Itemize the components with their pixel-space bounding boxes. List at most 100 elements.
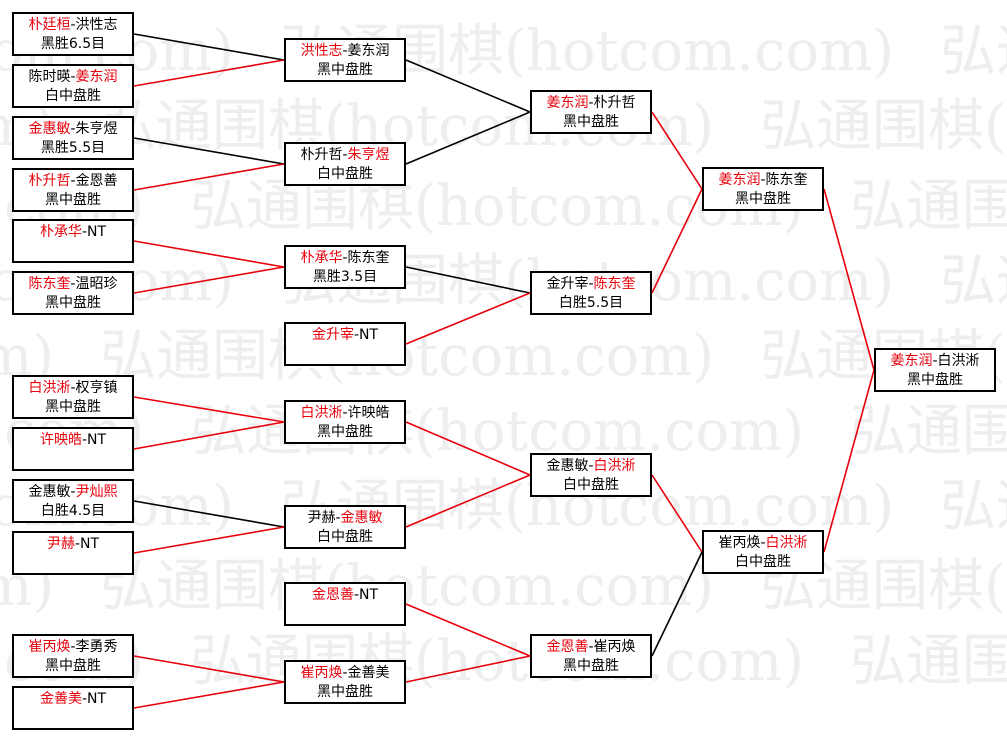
player-one: 朴承华 bbox=[39, 224, 82, 240]
match-players: 姜东润-陈东奎 bbox=[704, 171, 822, 190]
match-players: 金惠敏-白洪淅 bbox=[532, 457, 650, 476]
player-two: 白洪淅 bbox=[593, 458, 636, 474]
connector-r4m2-r5m1 bbox=[823, 369, 875, 553]
player-two: 姜东润 bbox=[347, 43, 390, 59]
match-result: 黑中盘胜 bbox=[563, 658, 619, 674]
player-two: 金惠敏 bbox=[340, 510, 383, 526]
player-two: 洪性志 bbox=[75, 17, 118, 33]
connector-r4m1-r5m1 bbox=[823, 188, 875, 371]
match-result: 黑中盘胜 bbox=[317, 424, 373, 440]
player-two: 李勇秀 bbox=[75, 639, 118, 655]
player-separator: - bbox=[353, 587, 360, 603]
match-players: 朴升哲-朱亨煜 bbox=[286, 146, 404, 165]
player-separator: - bbox=[70, 69, 76, 85]
connector-r3m1-r4m1 bbox=[651, 111, 703, 190]
match-result: 黑胜3.5目 bbox=[312, 269, 378, 285]
connector-r1m5-r2m3 bbox=[133, 240, 285, 268]
player-one: 陈时暎 bbox=[28, 69, 71, 85]
match-box-r1m2: 陈时暎-姜东润白中盘胜 bbox=[12, 64, 134, 108]
match-players: 崔丙焕-金善美 bbox=[286, 664, 404, 683]
player-separator: - bbox=[932, 353, 938, 369]
match-result: 白胜5.5目 bbox=[558, 295, 624, 311]
player-separator: - bbox=[342, 665, 348, 681]
player-separator: - bbox=[70, 17, 76, 33]
connector-r1m2-r2m1 bbox=[133, 59, 285, 87]
match-result: 黑中盘胜 bbox=[45, 399, 101, 415]
connector-r1m10-r2m6 bbox=[133, 526, 285, 554]
match-result: 白中盘胜 bbox=[317, 529, 373, 545]
match-players: 崔丙焕-李勇秀 bbox=[14, 638, 132, 657]
player-two: NT bbox=[87, 691, 107, 707]
connector-r1m6-r2m3 bbox=[133, 266, 285, 294]
match-box-r1m4: 朴升哲-金恩善黑中盘胜 bbox=[12, 168, 134, 212]
player-one: 陈东奎 bbox=[28, 276, 71, 292]
match-box-r2m2: 朴升哲-朱亨煜白中盘胜 bbox=[284, 142, 406, 186]
match-result: 黑中盘胜 bbox=[317, 62, 373, 78]
player-two: NT bbox=[359, 587, 379, 603]
connector-r2m2-r3m1 bbox=[405, 111, 531, 165]
match-box-r2m7: 金恩善-NT bbox=[284, 582, 406, 626]
player-one: 白洪淅 bbox=[300, 405, 343, 421]
player-two: NT bbox=[87, 224, 107, 240]
match-players: 朴承华-NT bbox=[14, 223, 132, 242]
match-box-r2m5: 白洪淅-许映皓黑中盘胜 bbox=[284, 400, 406, 444]
match-players: 金惠敏-尹灿熙 bbox=[14, 483, 132, 502]
match-result: 黑中盘胜 bbox=[45, 295, 101, 311]
match-result: 黑胜6.5目 bbox=[40, 36, 106, 52]
player-separator: - bbox=[588, 276, 594, 292]
match-box-r3m1: 姜东润-朴升哲黑中盘胜 bbox=[530, 90, 652, 134]
player-one: 朴承华 bbox=[300, 250, 343, 266]
match-box-r2m1: 洪性志-姜东润黑中盘胜 bbox=[284, 38, 406, 82]
player-one: 崔丙焕 bbox=[300, 665, 343, 681]
player-two: 朱亨煜 bbox=[347, 147, 390, 163]
player-two: 金善美 bbox=[347, 665, 390, 681]
player-separator: - bbox=[70, 276, 76, 292]
match-players: 陈时暎-姜东润 bbox=[14, 68, 132, 87]
match-result bbox=[14, 242, 132, 261]
match-players: 白洪淅-权亨镇 bbox=[14, 379, 132, 398]
match-result: 白胜4.5目 bbox=[40, 503, 106, 519]
connector-r1m4-r2m2 bbox=[133, 163, 285, 191]
player-separator: - bbox=[342, 147, 348, 163]
connector-r3m2-r4m1 bbox=[651, 188, 703, 294]
player-one: 金惠敏 bbox=[28, 484, 71, 500]
player-separator: - bbox=[588, 639, 594, 655]
player-one: 金惠敏 bbox=[28, 121, 71, 137]
match-players: 朴承华-陈东奎 bbox=[286, 249, 404, 268]
match-box-r1m8: 许映皓-NT bbox=[12, 427, 134, 471]
match-box-r1m3: 金惠敏-朱亨煜黑胜5.5目 bbox=[12, 116, 134, 160]
match-box-r5m1: 姜东润-白洪淅黑中盘胜 bbox=[874, 348, 996, 392]
player-separator: - bbox=[588, 458, 594, 474]
player-one: 姜东润 bbox=[546, 95, 589, 111]
match-players: 尹赫-金惠敏 bbox=[286, 509, 404, 528]
player-two: 陈东奎 bbox=[593, 276, 636, 292]
player-separator: - bbox=[70, 173, 76, 189]
player-separator: - bbox=[70, 380, 76, 396]
connector-r1m8-r2m5 bbox=[133, 421, 285, 450]
player-two: 许映皓 bbox=[347, 405, 390, 421]
player-two: 白洪淅 bbox=[765, 535, 808, 551]
match-players: 崔丙焕-白洪淅 bbox=[704, 534, 822, 553]
connector-r1m3-r2m2 bbox=[133, 137, 285, 165]
match-players: 朴升哲-金恩善 bbox=[14, 172, 132, 191]
connector-r3m4-r4m2 bbox=[651, 551, 703, 657]
player-separator: - bbox=[74, 536, 81, 552]
player-separator: - bbox=[81, 691, 88, 707]
match-result: 黑中盘胜 bbox=[907, 372, 963, 388]
match-box-r1m11: 崔丙焕-李勇秀黑中盘胜 bbox=[12, 634, 134, 678]
match-result: 黑中盘胜 bbox=[317, 684, 373, 700]
player-two: NT bbox=[80, 536, 100, 552]
player-separator: - bbox=[342, 250, 348, 266]
player-one: 崔丙焕 bbox=[28, 639, 71, 655]
connector-r2m8-r3m4 bbox=[405, 655, 531, 683]
player-one: 姜东润 bbox=[890, 353, 933, 369]
match-box-r2m4: 金升宰-NT bbox=[284, 322, 406, 366]
match-result bbox=[14, 554, 132, 573]
player-separator: - bbox=[760, 535, 766, 551]
match-result bbox=[286, 345, 404, 364]
player-two: 崔丙焕 bbox=[593, 639, 636, 655]
player-one: 朴升哲 bbox=[300, 147, 343, 163]
match-result bbox=[14, 450, 132, 469]
match-players: 尹赫-NT bbox=[14, 535, 132, 554]
match-players: 金善美-NT bbox=[14, 690, 132, 709]
